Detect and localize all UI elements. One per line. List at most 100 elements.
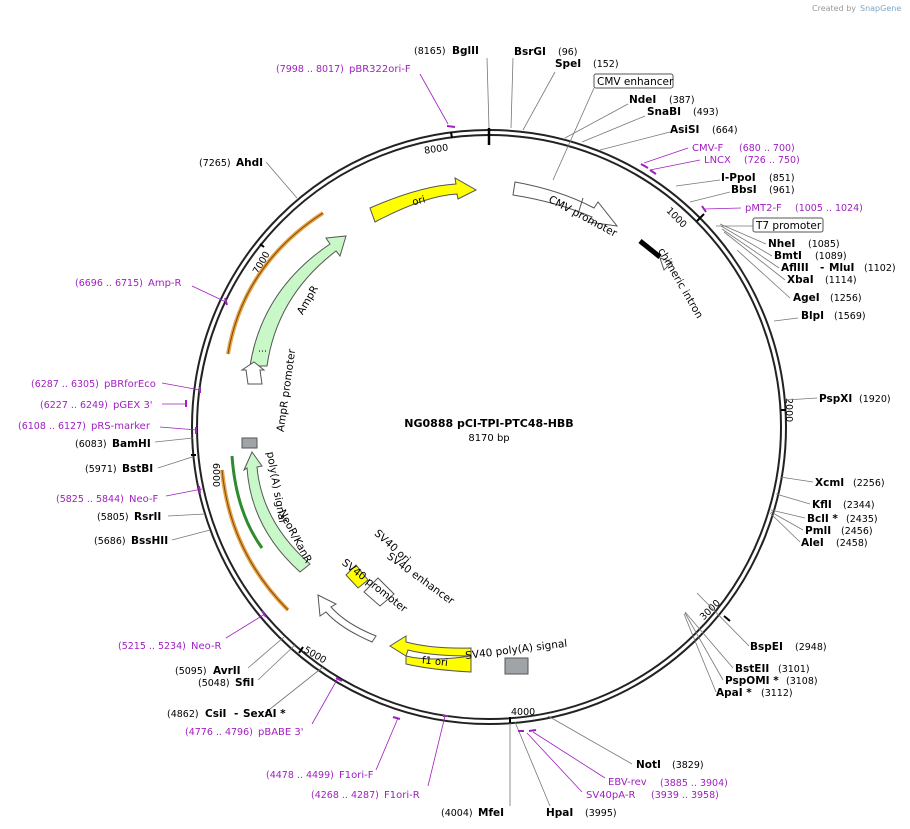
enzyme-bspei-pos: (2948) — [795, 642, 827, 653]
enzyme-apai-pos: (3112) — [761, 688, 793, 699]
primer-amp-r: Amp-R — [148, 278, 182, 289]
polya-box — [241, 437, 258, 449]
enzyme-noti-pos: (3829) — [672, 760, 704, 771]
tick-3000: 3000 — [698, 598, 723, 623]
enzyme-bglii-pos: (8165) — [414, 46, 446, 57]
enzyme-csii-pos: (4862) — [167, 709, 199, 720]
primer-pbr322ori-f-pos: (7998 .. 8017) — [276, 64, 344, 75]
enzyme-apai: ApaI * — [716, 687, 752, 699]
enzyme-bcli: BclI * — [807, 513, 838, 525]
enzyme-blpi-pos: (1569) — [834, 311, 866, 322]
enzyme-bstbi-pos: (5971) — [85, 464, 117, 475]
enzyme-bbsi: BbsI — [731, 184, 757, 196]
enzyme-leaders — [154, 57, 818, 807]
enzyme-bstbi: BstBI — [122, 463, 153, 475]
primer-lncx-pos: (726 .. 750) — [744, 155, 800, 166]
enzyme-ahdi: AhdI — [236, 157, 263, 169]
primer-ebv-rev: EBV-rev — [608, 777, 647, 788]
f1-ori-arrow — [389, 635, 472, 657]
enzyme-avrii-pos: (5095) — [175, 666, 207, 677]
enzyme-snabi-pos: (493) — [693, 107, 719, 118]
enzyme-xbai: XbaI — [787, 274, 814, 286]
sv40-promoter-arrow — [317, 594, 377, 643]
enzyme-hpai-pos: (3995) — [585, 808, 617, 819]
cmv-promoter-arrow — [512, 181, 619, 227]
primer-f1ori-f: F1ori-F — [339, 770, 374, 781]
enzyme-sexai: SexAI * — [243, 708, 286, 720]
chimeric-intron-bar — [638, 239, 662, 259]
credit-prefix: Created by — [812, 4, 856, 13]
enzyme-avrii: AvrII — [213, 665, 241, 677]
enzyme-xcmi-pos: (2256) — [853, 478, 885, 489]
primer-neo-r-pos: (5215 .. 5234) — [118, 641, 186, 652]
enzyme-ndei-pos: (387) — [669, 95, 695, 106]
ampr-arrow — [249, 235, 347, 367]
primer-pbrforeco-pos: (6287 .. 6305) — [31, 379, 99, 390]
plasmid-length: 8170 bp — [468, 433, 509, 444]
enzyme-afliii: AflIII — [781, 262, 809, 274]
tick-5000: 5000 — [302, 645, 328, 667]
enzyme-bmti-pos: (1089) — [815, 251, 847, 262]
enzyme-kfli: KflI — [812, 499, 832, 511]
enzyme-bglii: BglII — [452, 45, 479, 57]
enzyme-mfei-pos: (4004) — [441, 808, 473, 819]
sv40-polya-box — [504, 657, 529, 675]
enzyme-pspomi: PspOMI * — [725, 675, 779, 687]
primer-f1ori-r-pos: (4268 .. 4287) — [311, 790, 379, 801]
enzyme-alei: AleI — [801, 537, 824, 549]
primer-cmv-f-pos: (680 .. 700) — [739, 143, 795, 154]
enzyme-i-ppoi-pos: (851) — [769, 173, 795, 184]
primer-pbabe3: pBABE 3' — [258, 727, 304, 738]
enzyme-blpi: BlpI — [801, 310, 824, 322]
snapgene-credit: Created by SnapGene — [812, 4, 901, 13]
label-t7-promoter: T7 promoter — [755, 220, 822, 232]
enzyme-spei-pos: (152) — [593, 59, 619, 70]
enzyme-sfii: SfiI — [235, 677, 254, 689]
enzyme-bsteii: BstEII — [735, 663, 769, 675]
neor-primer-span — [230, 455, 264, 549]
enzyme-rsrii-pos: (5805) — [97, 512, 129, 523]
enzyme-rsrii: RsrII — [134, 511, 161, 523]
tick-8000: 8000 — [424, 142, 449, 156]
enzyme-sfii-pos: (5048) — [198, 678, 230, 689]
ampr-primer-span — [226, 211, 325, 355]
enzyme-bbsi-pos: (961) — [769, 185, 795, 196]
primer-pbr322ori-f: pBR322ori-F — [349, 64, 411, 75]
primer-pmt2-f-pos: (1005 .. 1024) — [795, 203, 863, 214]
enzyme-mlui-sep: - — [820, 262, 824, 274]
feature-chimeric-intron: chimeric intron — [655, 246, 705, 321]
enzyme-csii: CsiI — [205, 708, 226, 720]
enzyme-alei-pos: (2458) — [836, 538, 868, 549]
enzyme-bspei: BspEI — [750, 641, 783, 653]
enzyme-afliii-pos: (1102) — [864, 263, 896, 274]
enzyme-xbai-pos: (1114) — [825, 275, 857, 286]
ori-arrow — [369, 177, 478, 223]
primer-sv40pa-r: SV40pA-R — [586, 790, 635, 801]
sv40-ori-box — [345, 564, 369, 589]
enzyme-asisi-pos: (664) — [712, 125, 738, 136]
feature-ampr-promoter: AmpR promoter — [275, 348, 299, 433]
primer-marks — [185, 125, 707, 732]
label-cmv-enhancer: CMV enhancer — [597, 76, 674, 88]
enzyme-pspxi: PspXI — [819, 393, 852, 405]
primer-pbabe3-pos: (4776 .. 4796) — [185, 727, 253, 738]
primer-pgex3: pGEX 3' — [113, 400, 153, 411]
primer-leaders — [159, 73, 742, 793]
primer-f1ori-r: F1ori-R — [384, 790, 420, 801]
primer-pgex3-pos: (6227 .. 6249) — [40, 400, 108, 411]
enzyme-bsshii-pos: (5686) — [94, 536, 126, 547]
primer-sv40pa-r-pos: (3939 .. 3958) — [651, 790, 719, 801]
enzyme-agei-pos: (1256) — [830, 293, 862, 304]
enzyme-pspxi-pos: (1920) — [859, 394, 891, 405]
tick-2000: 2000 — [783, 398, 794, 422]
enzyme-bsteii-pos: (3101) — [778, 664, 810, 675]
enzyme-bcli-pos: (2435) — [846, 514, 878, 525]
enzyme-pmli: PmlI — [805, 525, 831, 537]
enzyme-pmli-pos: (2456) — [841, 526, 873, 537]
primer-prs-marker: pRS-marker — [91, 421, 151, 432]
tick-6000: 6000 — [210, 463, 221, 487]
enzyme-xcmi: XcmI — [815, 477, 844, 489]
enzyme-sexai-sep: - — [234, 708, 238, 720]
primer-cmv-f: CMV-F — [692, 143, 723, 154]
enzyme-nhei-pos: (1085) — [808, 239, 840, 250]
